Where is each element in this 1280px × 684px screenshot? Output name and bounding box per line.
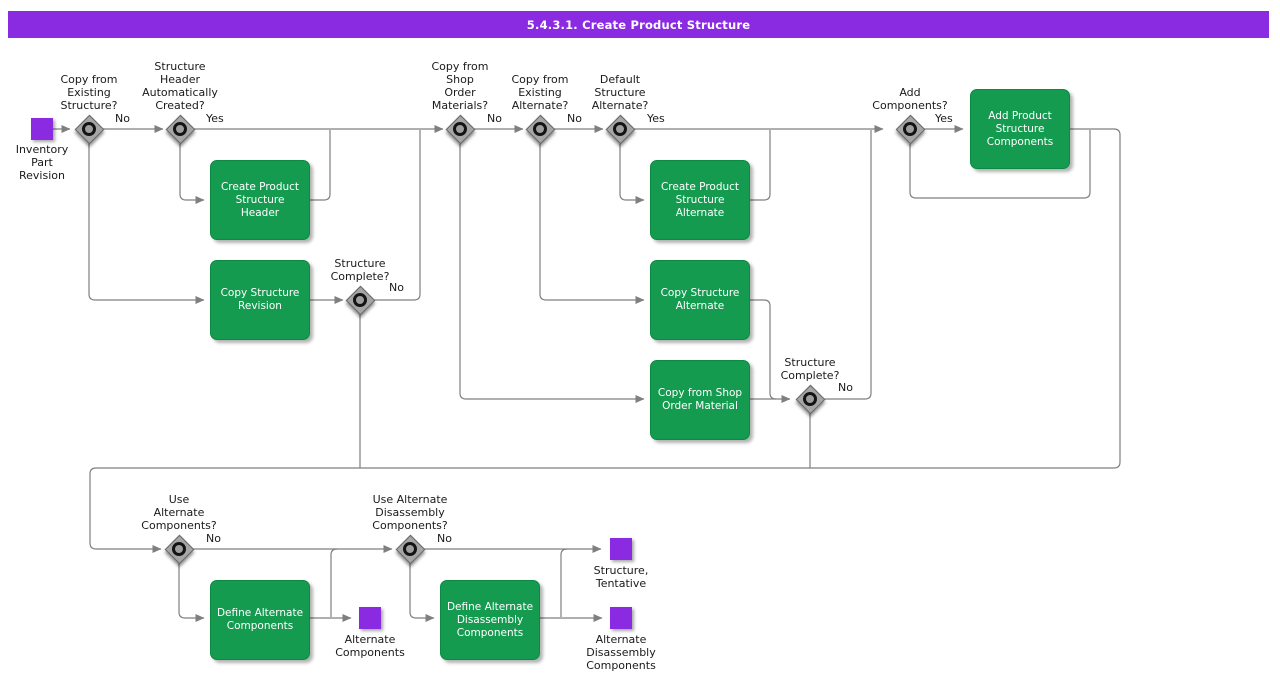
event-label: Inventory Part Revision [15, 143, 69, 182]
decision-label: Copy from Shop Order Materials? [431, 60, 489, 112]
decision-copy-from-existing-structure [74, 114, 105, 145]
decision-default-structure-alternate [605, 114, 636, 145]
activity-add-product-structure-components[interactable]: Add Product Structure Components [970, 89, 1070, 169]
end-event-alternate-components [359, 607, 381, 629]
branch-label: No [838, 381, 853, 394]
branch-label: No [567, 112, 582, 125]
branch-label: Yes [935, 112, 953, 125]
event-label: Structure, Tentative [593, 564, 649, 590]
decision-ring-icon [903, 122, 917, 136]
event-label: Alternate Components [335, 633, 405, 659]
branch-label: No [389, 281, 404, 294]
page-title: 5.4.3.1. Create Product Structure [526, 17, 751, 32]
event-label: Alternate Disassembly Components [586, 633, 656, 672]
decision-copy-from-shop-order-materials [445, 114, 476, 145]
decision-use-alternate-components [164, 534, 195, 565]
branch-label: No [487, 112, 502, 125]
start-event-inventory-part-revision [31, 118, 53, 140]
decision-add-components [895, 114, 926, 145]
branch-label: No [206, 532, 221, 545]
decision-label: Copy from Existing Structure? [60, 73, 118, 112]
branch-label: No [437, 532, 452, 545]
decision-structure-complete-2 [795, 384, 826, 415]
decision-label: Structure Complete? [330, 257, 390, 283]
decision-ring-icon [82, 122, 96, 136]
activity-create-product-structure-header[interactable]: Create Product Structure Header [210, 160, 310, 240]
decision-use-alternate-disassembly-components [395, 534, 426, 565]
decision-ring-icon [533, 122, 547, 136]
decision-ring-icon [453, 122, 467, 136]
decision-label: Use Alternate Components? [141, 493, 217, 532]
diagram-title-bar: 5.4.3.1. Create Product Structure [8, 11, 1269, 38]
decision-label: Copy from Existing Alternate? [511, 73, 569, 112]
decision-ring-icon [803, 392, 817, 406]
activity-define-alternate-components[interactable]: Define Alternate Components [210, 580, 310, 660]
decision-ring-icon [173, 122, 187, 136]
decision-label: Structure Complete? [780, 356, 840, 382]
decision-copy-from-existing-alternate [525, 114, 556, 145]
decision-ring-icon [403, 542, 417, 556]
activity-copy-structure-alternate[interactable]: Copy Structure Alternate [650, 260, 750, 340]
activity-copy-from-shop-order-material[interactable]: Copy from Shop Order Material [650, 360, 750, 440]
branch-label: Yes [647, 112, 665, 125]
activity-define-alternate-disassembly-components[interactable]: Define Alternate Disassembly Components [440, 580, 540, 660]
decision-structure-complete-1 [345, 285, 376, 316]
activity-copy-structure-revision[interactable]: Copy Structure Revision [210, 260, 310, 340]
decision-label: Add Components? [872, 86, 948, 112]
decision-ring-icon [353, 293, 367, 307]
branch-label: Yes [206, 112, 224, 125]
decision-ring-icon [613, 122, 627, 136]
decision-label: Default Structure Alternate? [591, 73, 649, 112]
branch-label: No [115, 112, 130, 125]
activity-create-product-structure-alternate[interactable]: Create Product Structure Alternate [650, 160, 750, 240]
decision-label: Use Alternate Disassembly Components? [372, 493, 448, 532]
decision-label: Structure Header Automatically Created? [142, 60, 218, 112]
decision-structure-header-automatically-created [165, 114, 196, 145]
end-event-alternate-disassembly-components [610, 607, 632, 629]
decision-ring-icon [172, 542, 186, 556]
end-event-structure-tentative [610, 538, 632, 560]
